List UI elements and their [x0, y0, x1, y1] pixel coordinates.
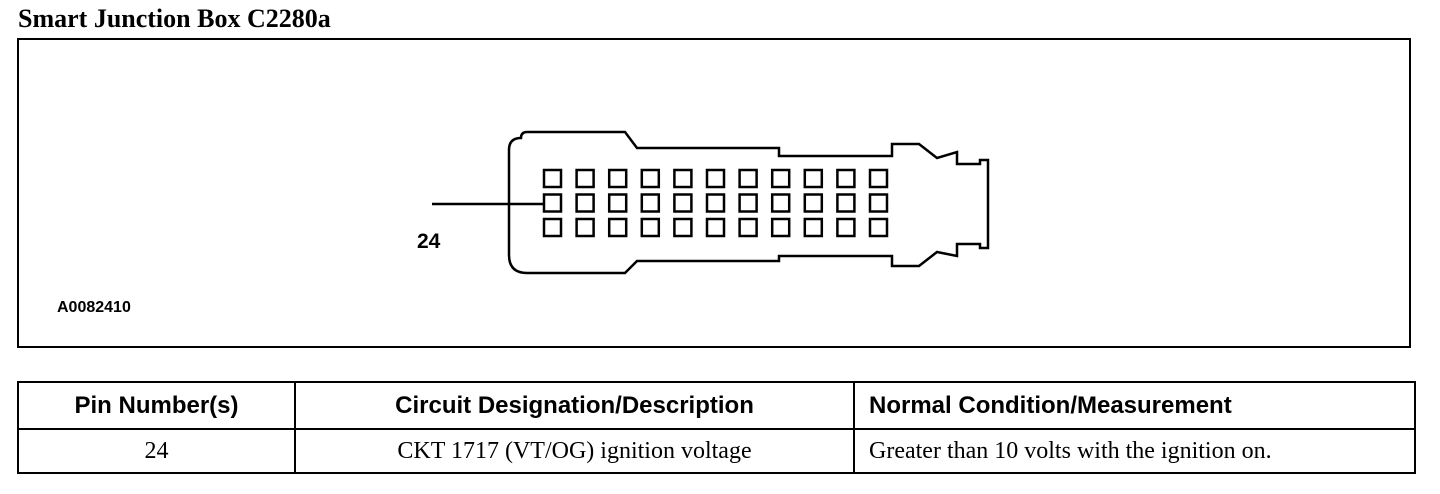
pin-cavity [542, 168, 563, 189]
pin-cavity [607, 217, 628, 238]
pin-cavity [607, 168, 628, 189]
pin-cavity [803, 193, 824, 213]
pin-cavity [575, 193, 595, 213]
pin-cavity [868, 193, 889, 213]
pin-cavity [738, 193, 758, 213]
pin-cavity [575, 168, 595, 189]
pin-cavity [868, 168, 889, 189]
pin-cavity [607, 193, 628, 213]
pin-cavity [868, 217, 889, 238]
pin-cavity [770, 193, 791, 213]
header-circuit: Circuit Designation/Description [294, 381, 855, 430]
pin-cavity [673, 193, 693, 213]
pin-callout-label: 24 [417, 230, 441, 253]
connector-diagram [432, 130, 990, 275]
pin-cavity [770, 168, 791, 189]
connector-housing-outline [507, 130, 990, 275]
pin-cavity [836, 217, 856, 238]
pin-cavity [738, 217, 758, 238]
pin-cavity [803, 168, 824, 189]
cell-circuit: CKT 1717 (VT/OG) ignition voltage [294, 428, 855, 474]
pin-table: Pin Number(s) Circuit Designation/Descri… [17, 381, 1416, 474]
connector-figure: 24 A0082410 [17, 38, 1411, 348]
pin-cavity [836, 193, 856, 213]
pin-cavity [575, 217, 595, 238]
pin-cavity-grid [542, 168, 889, 238]
pin-cavity [542, 217, 563, 238]
pin-cavity [705, 217, 726, 238]
figure-id: A0082410 [57, 299, 131, 316]
cell-condition: Greater than 10 volts with the ignition … [853, 428, 1416, 474]
pin-cavity [705, 193, 726, 213]
pin-cavity [770, 217, 791, 238]
pin-cavity [803, 217, 824, 238]
table-header-row: Pin Number(s) Circuit Designation/Descri… [17, 381, 1416, 430]
pin-cavity [542, 193, 563, 213]
pin-cavity [705, 168, 726, 189]
cell-pin-number: 24 [17, 428, 296, 474]
pin-cavity [640, 193, 661, 213]
pin-cavity [673, 217, 693, 238]
pin-cavity [640, 217, 661, 238]
header-pin-number: Pin Number(s) [17, 381, 296, 430]
header-condition: Normal Condition/Measurement [853, 381, 1416, 430]
page-title: Smart Junction Box C2280a [18, 4, 331, 33]
pin-cavity [640, 168, 661, 189]
pin-cavity [738, 168, 758, 189]
pin-cavity [836, 168, 856, 189]
pin-cavity [673, 168, 693, 189]
table-row: 24 CKT 1717 (VT/OG) ignition voltage Gre… [17, 428, 1416, 474]
